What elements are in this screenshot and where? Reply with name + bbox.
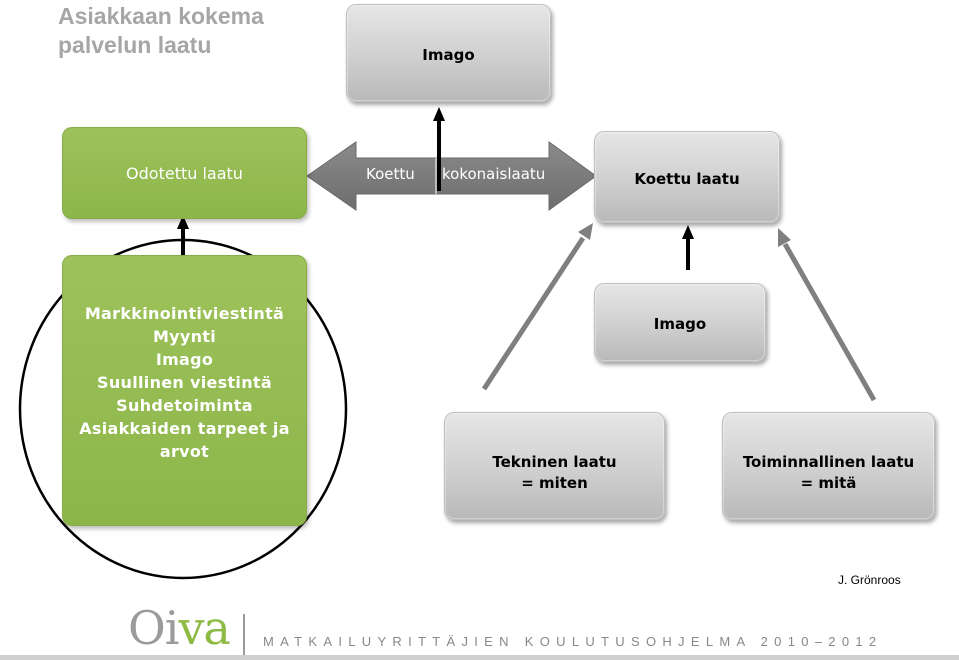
logo-divider (243, 614, 245, 656)
toiminnallinen-laatu-box: Toiminnallinen laatu = mitä (722, 412, 935, 520)
arrow-imago-to-koettu-head (682, 225, 694, 239)
title-line-2: palvelun laatu (58, 32, 212, 58)
arrow-toiminnallinen-to-koettu (782, 242, 877, 402)
toiminnallinen-line-1: Toiminnallinen laatu (742, 453, 915, 471)
logo-gray-part: Oi (128, 601, 179, 655)
influences-box: Markkinointiviestintä Myynti Imago Suull… (62, 255, 307, 526)
arrow-label-right: kokonaislaatu (442, 165, 546, 183)
koettu-laatu-label: Koettu laatu (634, 169, 740, 188)
influence-item: Markkinointiviestintä (84, 304, 285, 323)
imago-right-box: Imago (594, 283, 766, 362)
slide-title: Asiakkaan kokema palvelun laatu (58, 2, 318, 60)
tekninen-line-2: = miten (521, 474, 588, 492)
highlight-circle (18, 238, 348, 580)
program-tagline: MATKAILUYRITTÄJIEN KOULUTUSOHJELMA 2010–… (263, 634, 883, 649)
imago-top-box: Imago (346, 4, 551, 102)
tekninen-laatu-box: Tekninen laatu = miten (444, 412, 665, 520)
arrow-toiminnallinen-head (778, 228, 791, 247)
title-line-1: Asiakkaan kokema (58, 3, 264, 29)
arrow-label-left: Koettu (366, 165, 415, 183)
arrow-to-odotettu-head (177, 215, 189, 229)
arrow-to-imago-top-head (433, 107, 445, 121)
footer-rule (0, 655, 959, 660)
tekninen-line-1: Tekninen laatu (492, 453, 617, 471)
arrow-tekninen-head (578, 223, 593, 240)
odotettu-laatu-box: Odotettu laatu (62, 127, 307, 219)
odotettu-laatu-label: Odotettu laatu (126, 163, 243, 183)
oiva-logo: Oiva (128, 598, 231, 658)
imago-right-label: Imago (653, 315, 707, 333)
influence-item: Asiakkaiden tarpeet ja (79, 419, 290, 438)
koettu-laatu-box: Koettu laatu (594, 131, 780, 223)
imago-top-label: Imago (422, 45, 475, 64)
toiminnallinen-line-2: = mitä (800, 474, 857, 492)
influence-item: Suullinen viestintä (97, 373, 272, 392)
influence-item: Suhdetoiminta (116, 396, 253, 415)
influence-item: Imago (155, 350, 214, 369)
influence-item: Myynti (152, 327, 217, 346)
arrow-tekninen-to-koettu (481, 236, 586, 391)
logo-green-part: va (178, 601, 230, 655)
source-credit: J. Grönroos (838, 573, 901, 587)
influence-item: arvot (159, 442, 210, 461)
